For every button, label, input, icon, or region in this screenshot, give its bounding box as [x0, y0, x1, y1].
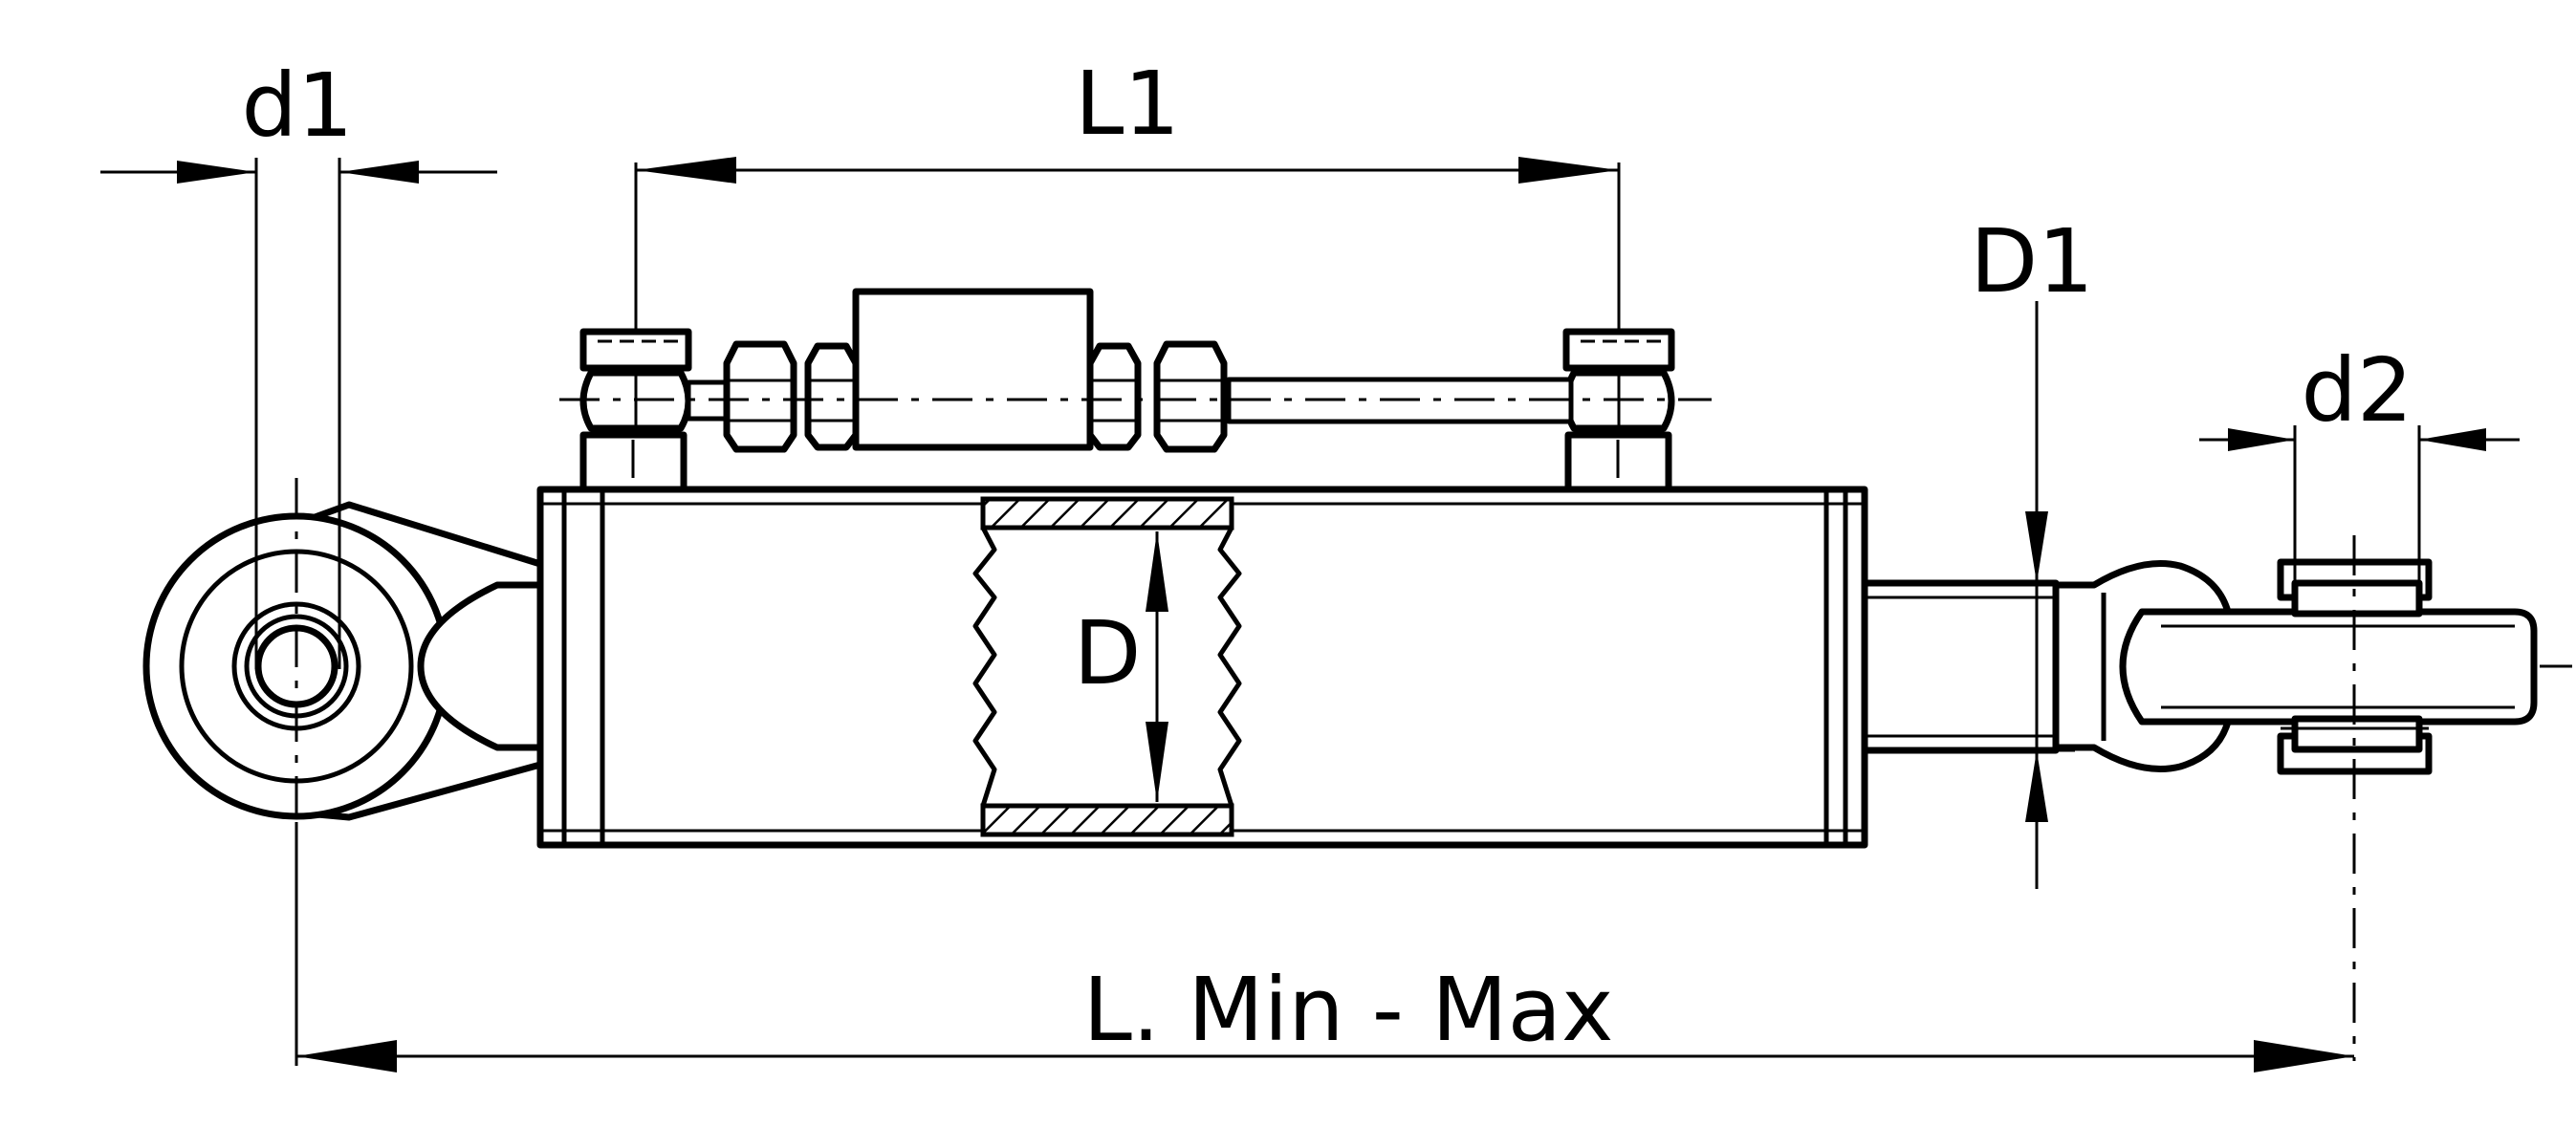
bore-section-cutout — [972, 496, 1242, 837]
dimension-d1: d1 — [100, 54, 497, 669]
D-arrow-bottom — [1146, 722, 1168, 802]
left-eye-mount — [142, 478, 544, 841]
label-D: D — [1074, 602, 1142, 704]
dimension-L1: L1 — [634, 53, 1621, 330]
label-L-min-max: L. Min - Max — [1083, 959, 1614, 1061]
D-arrow-top — [1146, 531, 1168, 612]
dimension-L-min-max: L. Min - Max — [295, 822, 2354, 1072]
D1-arrow-bottom — [2025, 750, 2048, 822]
label-d1: d1 — [242, 54, 354, 157]
D1-arrow-top — [2025, 511, 2048, 583]
piston-rod — [1861, 579, 2060, 754]
L1-arrow-left — [636, 157, 736, 184]
d2-arrow-right — [2419, 428, 2486, 451]
d2-arrow-left — [2228, 428, 2295, 451]
L-arrow-right — [2254, 1040, 2354, 1072]
label-L1: L1 — [1075, 53, 1180, 155]
right-ball-joint — [2052, 535, 2538, 1061]
label-d2: d2 — [2302, 339, 2413, 442]
dimension-D: D — [1074, 531, 1168, 802]
L1-arrow-right — [1518, 157, 1619, 184]
d1-arrow-left — [177, 161, 256, 184]
hose-fitting-assembly — [559, 288, 1712, 493]
cylinder-body — [536, 486, 1868, 849]
dimension-d2: d2 — [2199, 339, 2520, 585]
d1-arrow-right — [339, 161, 419, 184]
dimension-D1: D1 — [1970, 210, 2094, 889]
label-D1: D1 — [1970, 210, 2093, 313]
L-arrow-left — [296, 1040, 397, 1072]
